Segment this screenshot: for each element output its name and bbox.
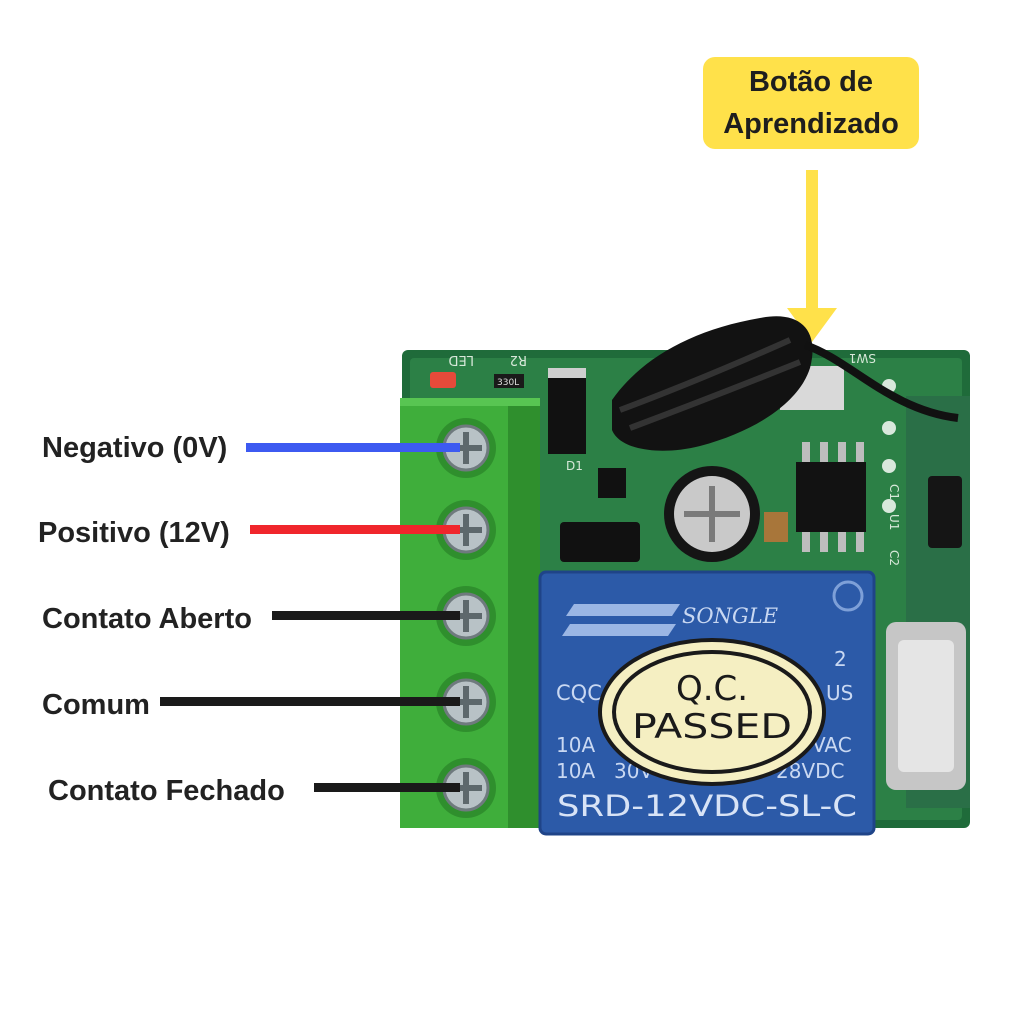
- terminal-screw-positive: [436, 500, 496, 560]
- relay-rating2-left: 10A: [556, 759, 595, 783]
- resistor-value: 330L: [497, 378, 519, 388]
- learn-button-callout: Botão de Aprendizado: [703, 57, 919, 149]
- transistor: [598, 468, 626, 498]
- antenna-coil: [612, 316, 959, 451]
- terminal-label-positive: Positivo (12V): [38, 517, 230, 549]
- terminal-screw-common: [436, 672, 496, 732]
- terminal-label-negative: Negativo (0V): [42, 432, 228, 464]
- terminal-screw-open-contact: [436, 586, 496, 646]
- silk-d1: D1: [566, 459, 583, 473]
- relay-mark: 2: [834, 647, 847, 671]
- terminal-screws: [436, 418, 496, 818]
- relay-model: SRD-12VDC-SL-C: [557, 789, 857, 823]
- qc-passed-sticker: Q.C. PASSED: [598, 638, 826, 786]
- silk-u1: U1: [887, 514, 901, 530]
- silk-c2: C2: [887, 550, 901, 566]
- terminal-label-open-contact: Contato Aberto: [42, 603, 252, 635]
- callout-line-2: Aprendizado: [723, 108, 899, 140]
- relay-us: US: [826, 681, 853, 705]
- lead-wire-common: [160, 697, 460, 706]
- lead-wire-open-contact: [272, 611, 460, 620]
- sticker-line-1: Q.C.: [676, 669, 748, 709]
- callout-line-1: Botão de: [748, 66, 874, 98]
- terminal-label-closed-contact: Contato Fechado: [48, 775, 285, 807]
- callout-arrow: [787, 170, 837, 342]
- lead-wire-closed-contact: [314, 783, 460, 792]
- relay-rating1-left: 10A: [556, 733, 595, 757]
- terminal-screw-negative: [436, 418, 496, 478]
- ic-u1: [796, 442, 866, 552]
- terminal-label-common: Comum: [42, 689, 150, 721]
- silk-r2: R2: [510, 352, 527, 367]
- relay-cqc: CQC: [556, 681, 602, 705]
- terminal-leads: [160, 443, 460, 792]
- silk-c1: C1: [887, 484, 901, 500]
- smd-capacitor: [764, 512, 788, 542]
- silk-sw1: SW1: [849, 351, 876, 365]
- resistor-component: [494, 374, 524, 388]
- lead-wire-positive: [250, 525, 460, 534]
- sticker-line-2: PASSED: [632, 707, 792, 747]
- lead-wire-negative: [246, 443, 460, 452]
- relay-brand: SONGLE: [682, 604, 778, 628]
- silk-led: LED: [449, 352, 474, 367]
- diode-d1: [548, 368, 586, 454]
- via-column: [882, 379, 896, 513]
- led-component: [430, 372, 456, 388]
- smd-diode: [560, 522, 640, 562]
- terminal-screw-closed-contact: [436, 758, 496, 818]
